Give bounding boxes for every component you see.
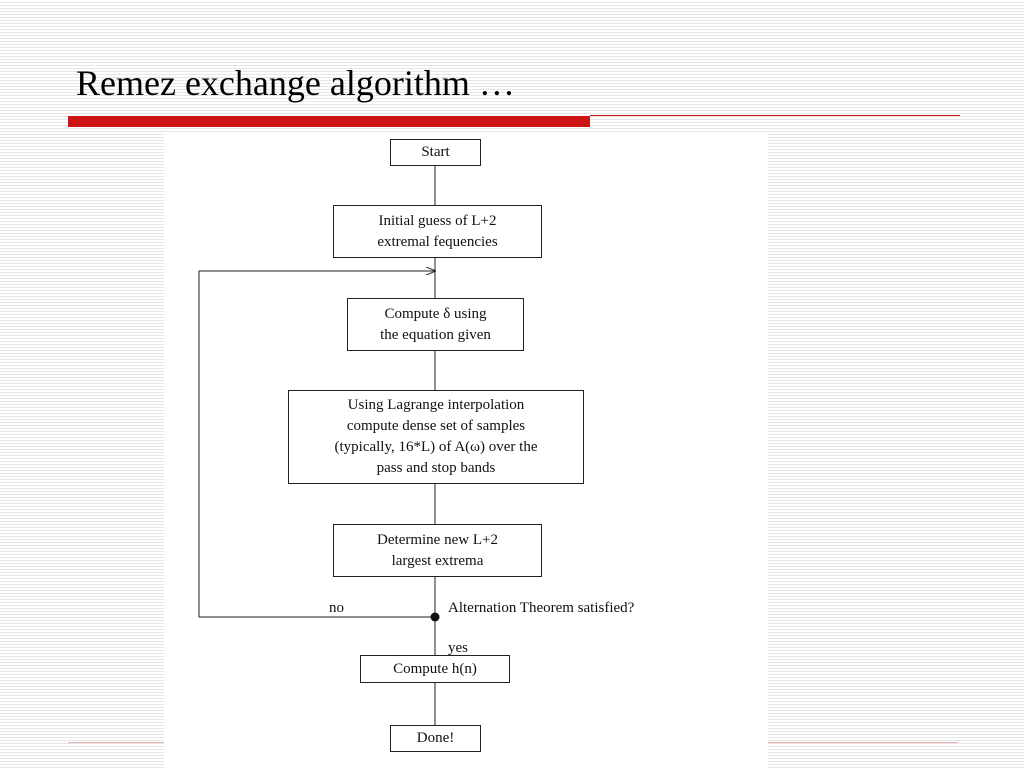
slide-title: Remez exchange algorithm … — [76, 63, 515, 103]
title-accent-line — [590, 115, 960, 116]
decision-label: Alternation Theorem satisfied? — [448, 600, 635, 616]
flowchart-connectors — [198, 165, 440, 725]
title-accent-bar — [68, 116, 590, 127]
compute-delta-text: Compute δ using the equation given — [380, 305, 491, 343]
start-box: Start — [390, 139, 481, 166]
compute-delta-box: Compute δ using the equation given — [347, 298, 524, 351]
determine-extrema-text: Determine new L+2 largest extrema — [377, 531, 498, 569]
done-box: Done! — [390, 725, 481, 752]
feedback-loop-arrow — [198, 271, 435, 618]
initial-guess-box: Initial guess of L+2 extremal fequencies — [333, 205, 542, 258]
start-text: Start — [421, 144, 450, 160]
compute-h-text: Compute h(n) — [393, 660, 477, 677]
decision-node — [430, 612, 440, 622]
flowchart-panel: Start Initial guess of L+2 extremal fequ… — [164, 134, 768, 768]
done-text: Done! — [416, 730, 455, 746]
determine-extrema-box: Determine new L+2 largest extrema — [333, 524, 542, 577]
lagrange-text: Using Lagrange interpolation compute den… — [334, 397, 538, 476]
initial-guess-text: Initial guess of L+2 extremal fequencies — [377, 212, 498, 250]
compute-h-box: Compute h(n) — [360, 655, 510, 683]
yes-label: yes — [448, 640, 468, 656]
lagrange-box: Using Lagrange interpolation compute den… — [288, 390, 584, 484]
no-label: no — [329, 600, 344, 616]
